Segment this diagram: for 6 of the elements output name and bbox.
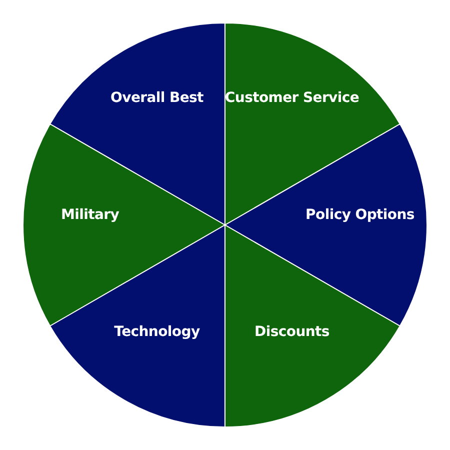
slice-label: Military	[60, 207, 120, 223]
slice-label: Discounts	[254, 324, 330, 340]
slice-label: Customer Service	[224, 90, 360, 106]
slice-label: Policy Options	[306, 207, 414, 223]
slice-label: Overall Best	[110, 90, 204, 106]
slice-label: Technology	[114, 324, 200, 340]
